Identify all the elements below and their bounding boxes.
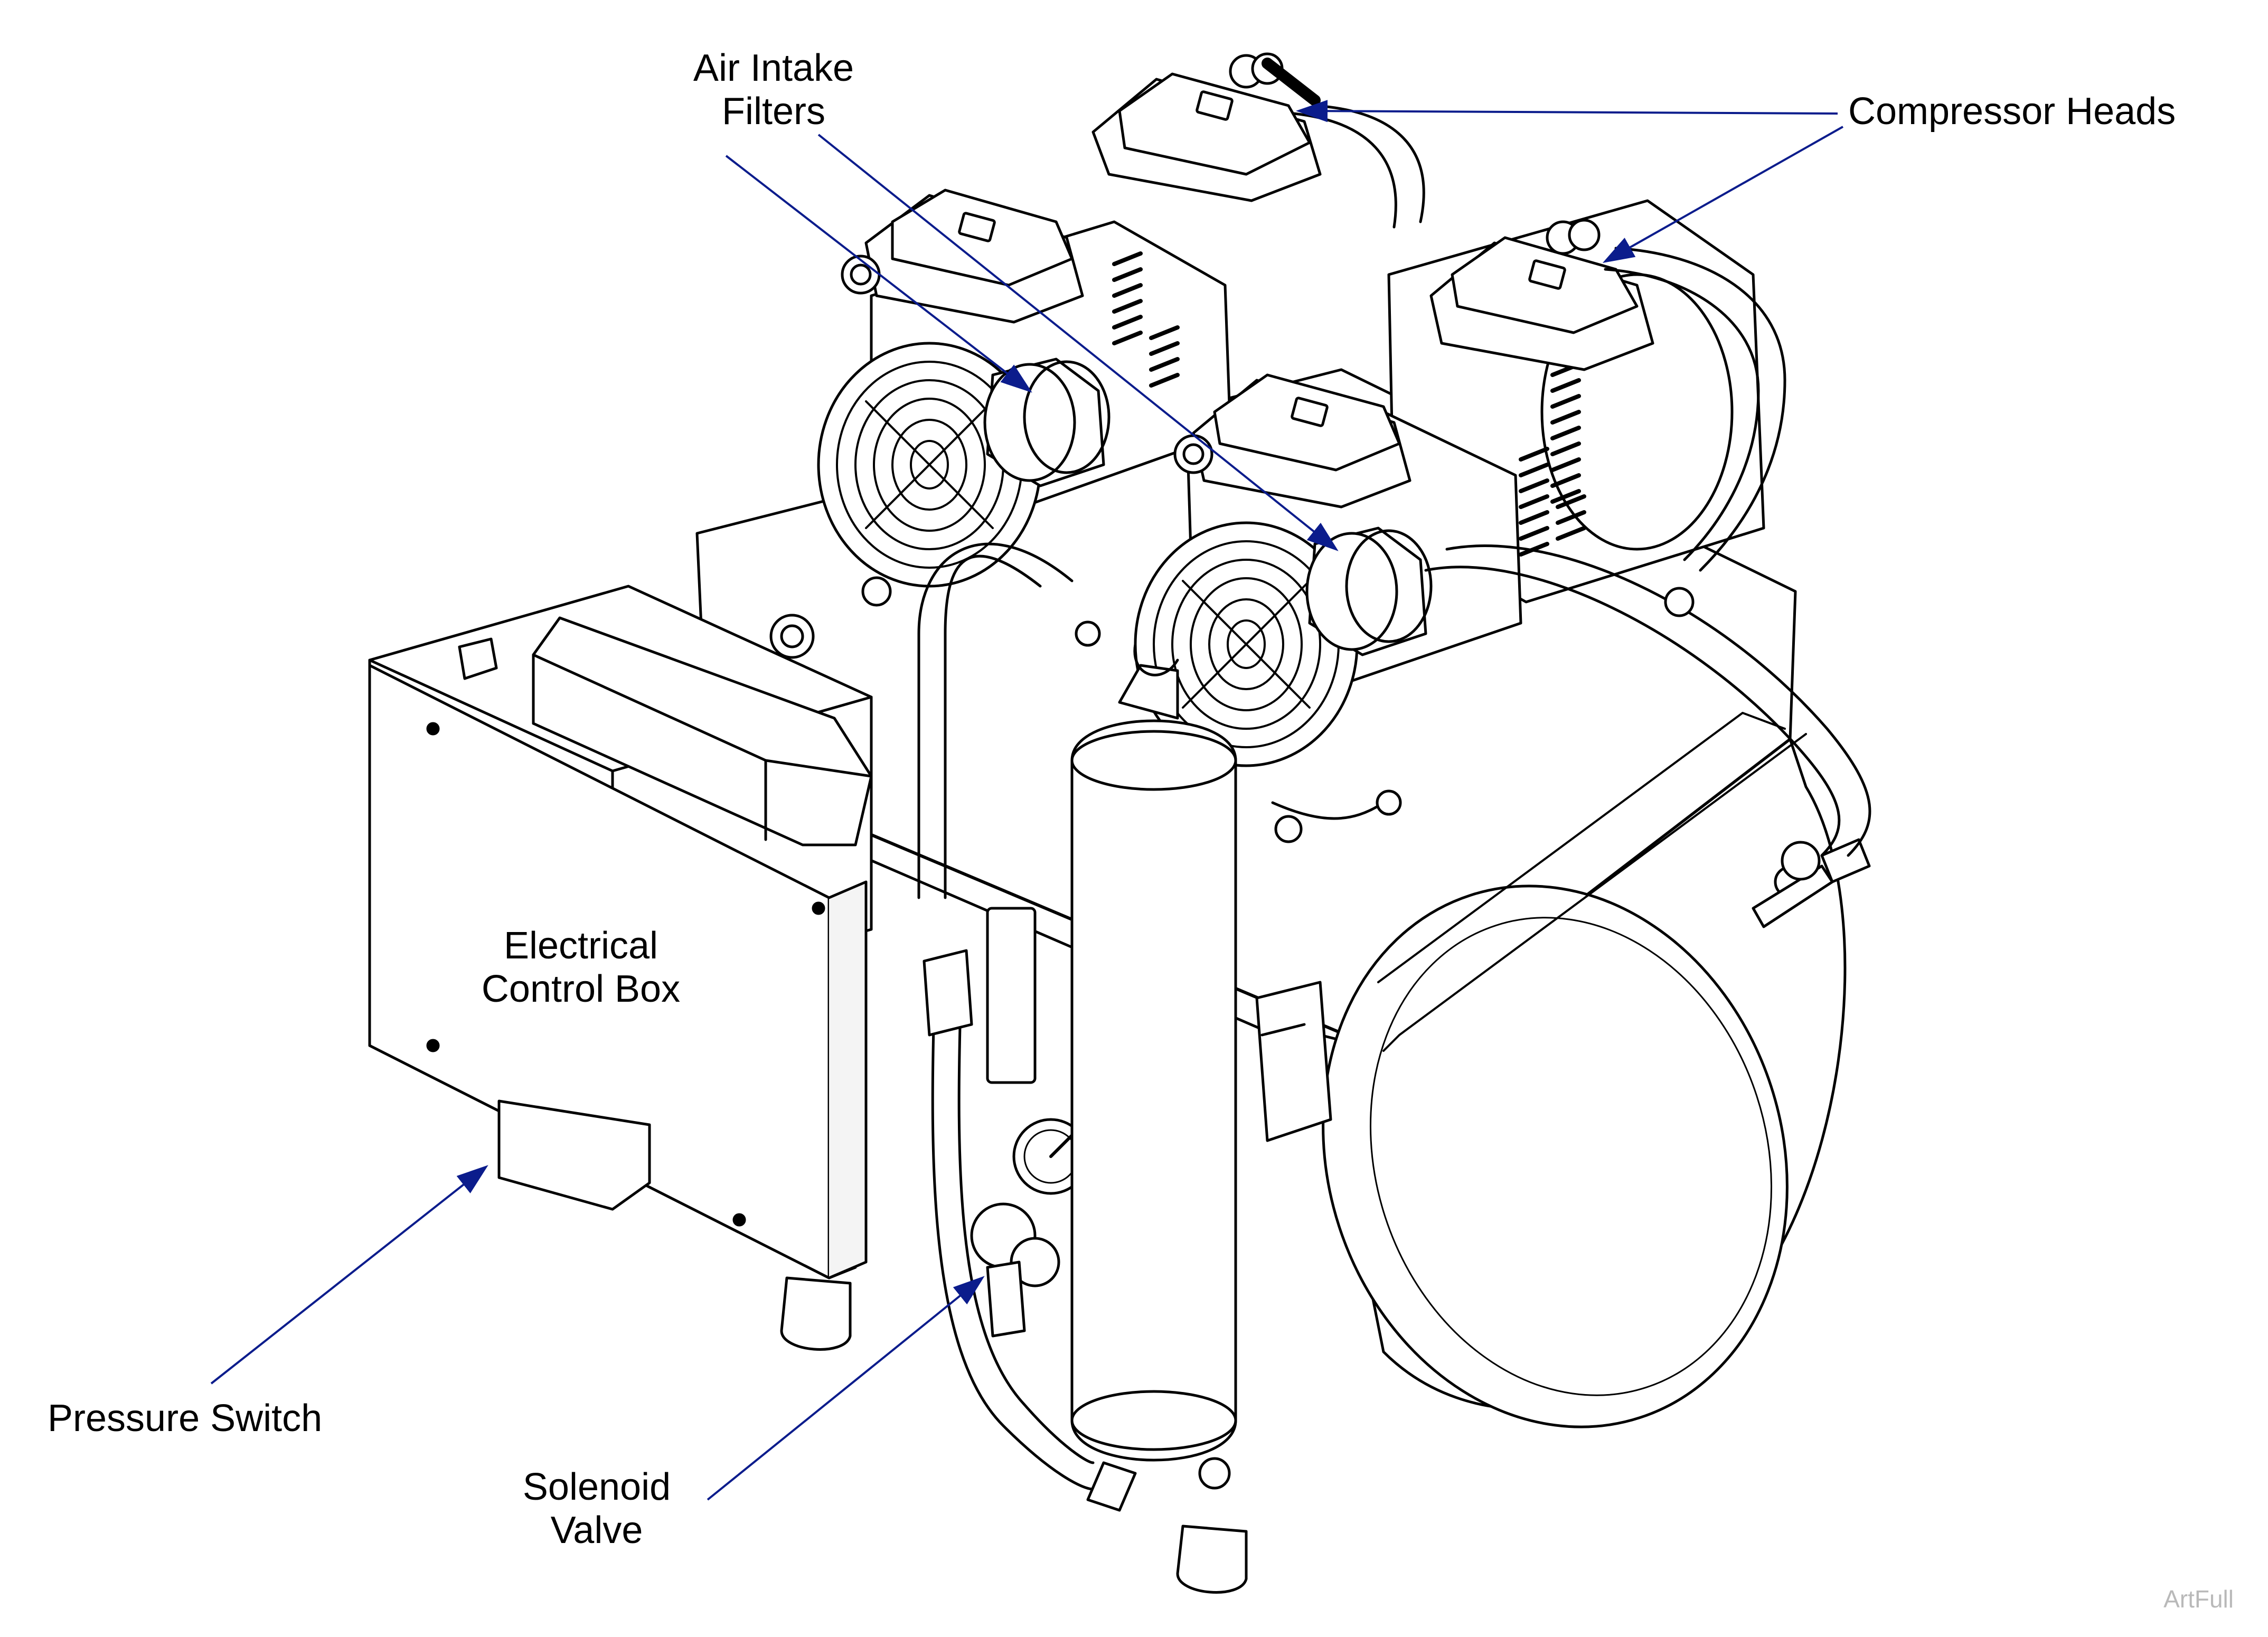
pressure-switch (497, 1099, 651, 1211)
compressor-head-rear-right (1429, 219, 1654, 371)
compressor-head-rear-left (1091, 52, 1322, 202)
leader-solenoid-valve (707, 1276, 985, 1501)
air-intake-filter-right (1305, 526, 1433, 656)
leader-lines (210, 100, 1843, 1501)
tank-end-cap (1322, 885, 1789, 1428)
leader-compressor-head-rear (1296, 100, 1838, 123)
label-solenoid-valve: Solenoid Valve (491, 1465, 702, 1552)
label-air-intake-line1: Air Intake (693, 47, 854, 89)
label-compressor-heads: Compressor Heads (1848, 90, 2218, 133)
tank-valve-fittings (1752, 838, 1871, 928)
feet (780, 1276, 1248, 1594)
label-solenoid-line2: Valve (550, 1509, 643, 1551)
compressor-head-front-right (1173, 373, 1411, 509)
label-electrical-line2: Control Box (481, 968, 681, 1010)
label-electrical-control-box: Electrical Control Box (449, 924, 713, 1011)
base-bolts (861, 576, 1695, 1490)
regulator-assembly (923, 907, 1089, 1338)
hoses (917, 104, 1871, 1491)
motor-rear-left (817, 220, 1232, 588)
leader-pressure-switch (210, 1165, 488, 1385)
label-compressor-heads-text: Compressor Heads (1848, 90, 2176, 133)
leader-compressor-head-right (1602, 126, 1843, 263)
artfull-watermark: ArtFull (2163, 1585, 2234, 1613)
electrical-control-box (368, 585, 873, 1280)
label-pressure-switch: Pressure Switch (48, 1397, 364, 1440)
label-pressure-switch-text: Pressure Switch (48, 1397, 323, 1440)
receiver-tank (1070, 643, 1237, 1512)
side-bracket (1255, 981, 1332, 1142)
leader-air-intake-right (817, 134, 1339, 551)
label-electrical-line1: Electrical (503, 925, 658, 967)
compressor-head-front-left (841, 189, 1084, 324)
air-tank (1319, 712, 1847, 1428)
label-solenoid-line1: Solenoid (522, 1466, 671, 1508)
leader-air-intake-left (725, 155, 1032, 393)
label-air-intake-line2: Filters (722, 90, 825, 133)
label-air-intake-filters: Air Intake Filters (642, 46, 906, 133)
